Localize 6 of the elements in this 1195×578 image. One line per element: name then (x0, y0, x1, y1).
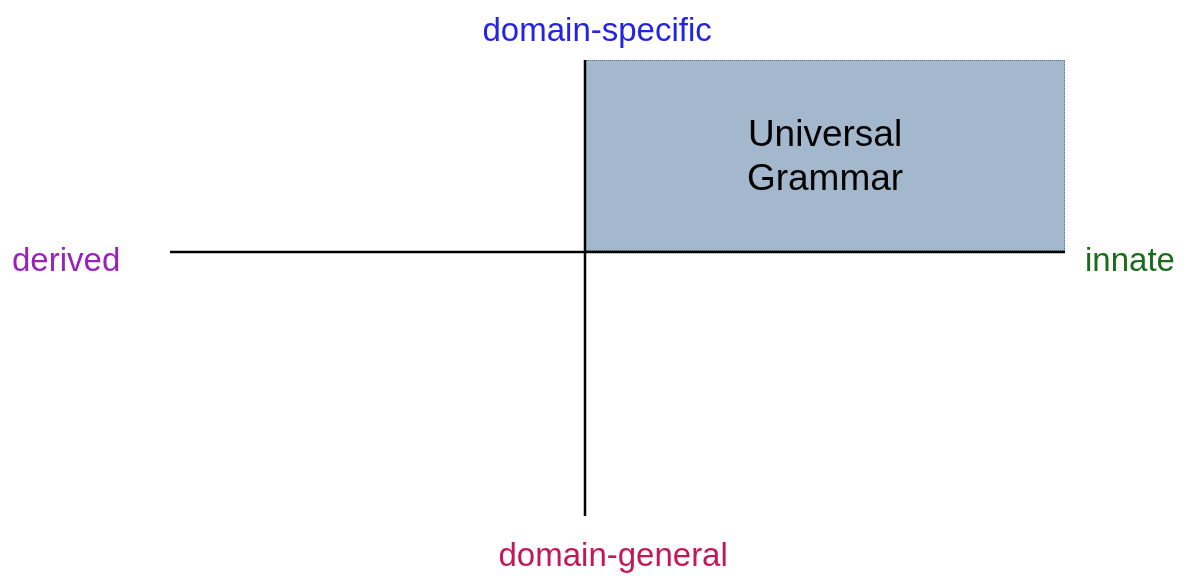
axis-label: domain-general (498, 535, 728, 575)
axis-label: derived (12, 240, 121, 280)
quadrant-label: Universal Grammar (745, 111, 905, 200)
axis-label: innate (1085, 240, 1175, 280)
shaded-quadrant (585, 60, 1065, 251)
axis-label: domain-specific (482, 10, 712, 50)
